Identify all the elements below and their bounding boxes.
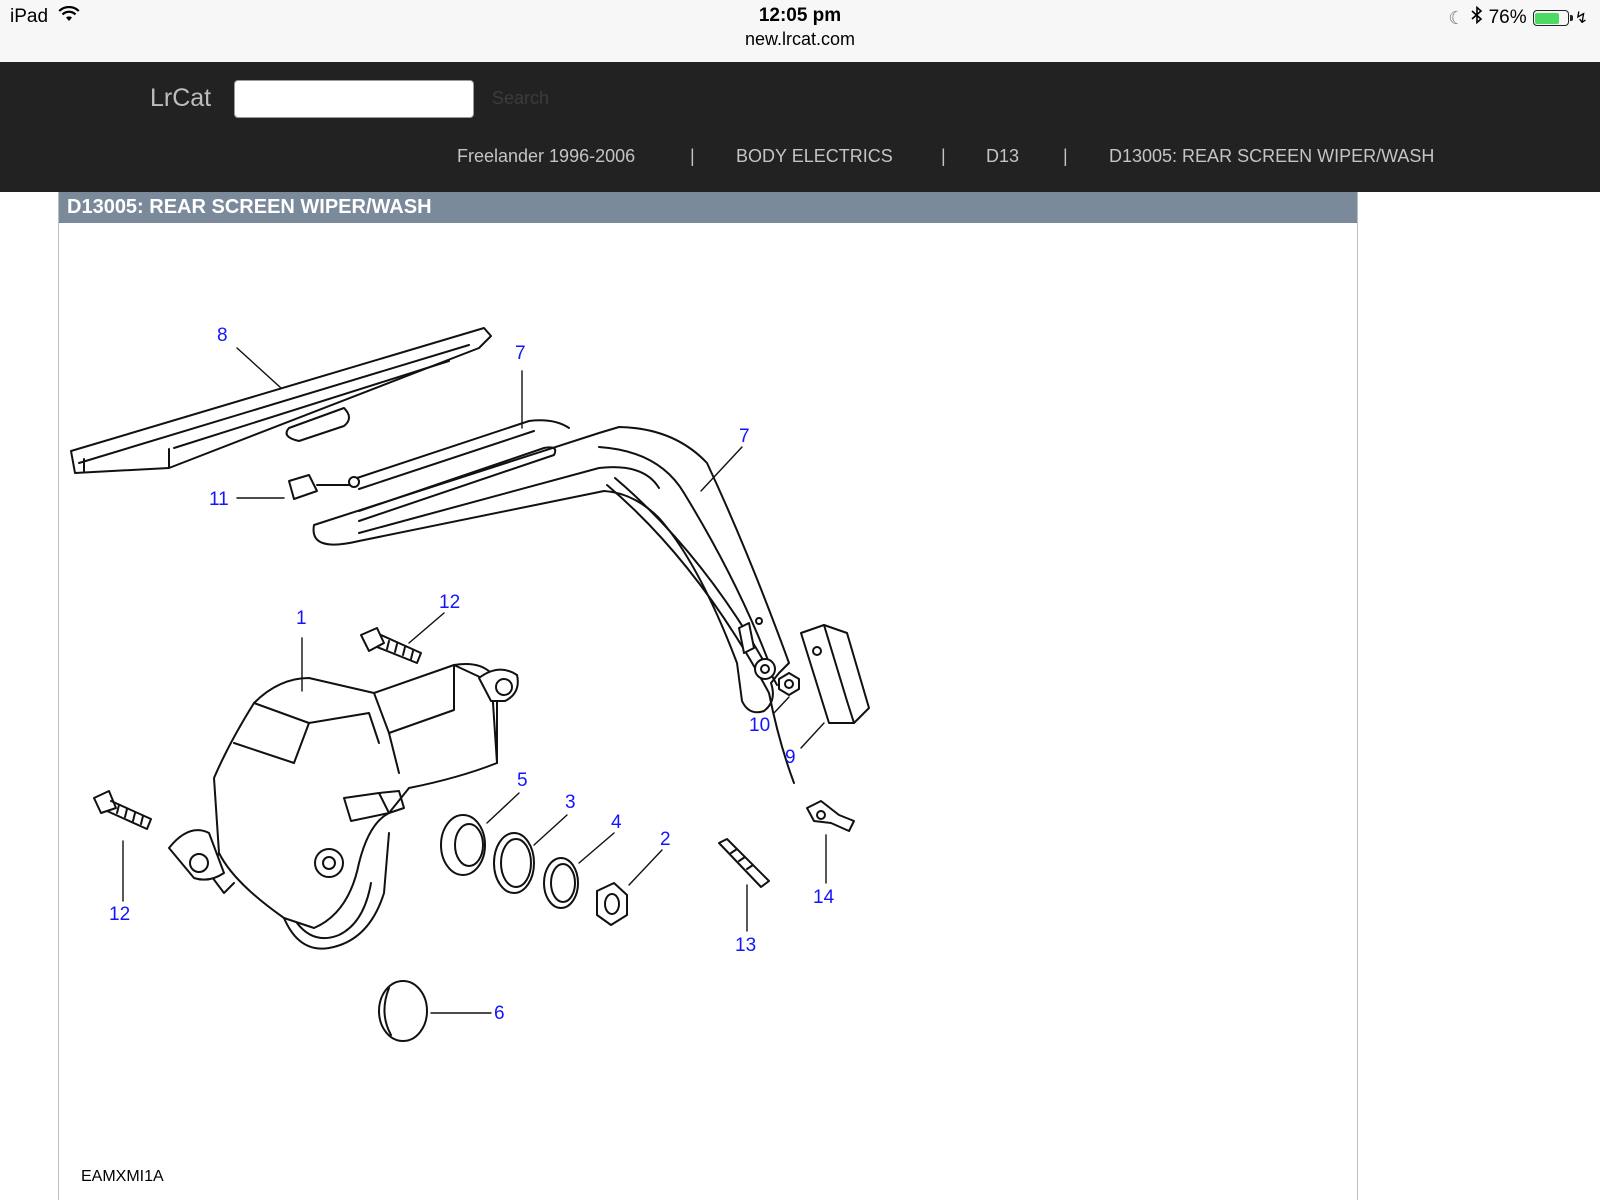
bolts-drawing bbox=[93, 627, 422, 830]
callout-9[interactable]: 9 bbox=[785, 747, 796, 768]
cap-drawing bbox=[378, 980, 428, 1042]
wiper-arm-drawing bbox=[288, 419, 795, 784]
callout-12[interactable]: 12 bbox=[439, 592, 460, 613]
breadcrumb: Freelander 1996-2006 | BODY ELECTRICS | … bbox=[0, 146, 1600, 176]
breadcrumb-section[interactable]: BODY ELECTRICS bbox=[736, 146, 893, 166]
status-center: 12:05 pm new.lrcat.com bbox=[0, 4, 1600, 50]
callout-10[interactable]: 10 bbox=[749, 715, 770, 736]
address-url[interactable]: new.lrcat.com bbox=[744, 29, 856, 49]
status-bar: iPad 12:05 pm new.lrcat.com ☾ 76% ↯ bbox=[0, 0, 1600, 62]
site-logo[interactable]: LrCat bbox=[150, 84, 212, 112]
callout-7[interactable]: 7 bbox=[739, 426, 750, 447]
bluetooth-icon bbox=[1471, 5, 1483, 30]
breadcrumb-model[interactable]: Freelander 1996-2006 bbox=[457, 146, 636, 166]
battery-percent: 76% bbox=[1488, 7, 1527, 28]
battery-icon bbox=[1532, 10, 1573, 26]
callout-3[interactable]: 3 bbox=[565, 792, 576, 813]
jet-drawing bbox=[718, 838, 770, 888]
exploded-diagram: 8 7 7 11 1 12 10 9 5 3 4 2 12 13 14 6 bbox=[70, 325, 870, 1042]
status-left: iPad bbox=[10, 5, 80, 28]
parts-diagram: 8 7 7 11 1 12 10 9 5 3 4 2 12 13 14 6 EA… bbox=[59, 223, 1357, 1200]
callout-2[interactable]: 2 bbox=[660, 829, 671, 850]
status-right: ☾ 76% ↯ bbox=[1448, 5, 1588, 30]
search-input[interactable] bbox=[234, 80, 474, 118]
breadcrumb-current[interactable]: D13005: REAR SCREEN WIPER/WASH bbox=[1109, 146, 1435, 166]
charging-icon: ↯ bbox=[1574, 10, 1588, 27]
leader-lines bbox=[122, 347, 827, 1014]
panel-title: D13005: REAR SCREEN WIPER/WASH bbox=[59, 192, 1357, 223]
diagram-code: EAMXMI1A bbox=[81, 1168, 164, 1185]
parts-panel: D13005: REAR SCREEN WIPER/WASH bbox=[58, 192, 1358, 1200]
callout-5[interactable]: 5 bbox=[517, 770, 528, 791]
device-name: iPad bbox=[10, 6, 49, 27]
callout-1[interactable]: 1 bbox=[296, 608, 307, 629]
nut-drawing bbox=[778, 672, 800, 696]
cover-drawing bbox=[800, 624, 870, 724]
wiper-blade-drawing bbox=[70, 327, 492, 474]
callout-13[interactable]: 13 bbox=[735, 935, 756, 956]
callout-8[interactable]: 8 bbox=[217, 325, 228, 346]
callout-12[interactable]: 12 bbox=[109, 904, 130, 925]
seals-drawing bbox=[440, 814, 628, 926]
moon-icon: ☾ bbox=[1448, 7, 1465, 28]
breadcrumb-separator: | bbox=[941, 146, 946, 166]
connector-drawing bbox=[806, 800, 855, 832]
breadcrumb-separator: | bbox=[690, 146, 695, 166]
breadcrumb-separator: | bbox=[1063, 146, 1068, 166]
callout-11[interactable]: 11 bbox=[209, 489, 229, 510]
clock: 12:05 pm bbox=[758, 5, 842, 26]
site-header: LrCat Search Freelander 1996-2006 | BODY… bbox=[0, 62, 1600, 192]
callout-6[interactable]: 6 bbox=[494, 1003, 505, 1024]
callout-7[interactable]: 7 bbox=[515, 343, 526, 364]
motor-drawing bbox=[168, 663, 519, 950]
callout-14[interactable]: 14 bbox=[813, 887, 835, 908]
search-button[interactable]: Search bbox=[486, 84, 555, 113]
wifi-icon bbox=[58, 5, 80, 28]
callout-numbers: 8 7 7 11 1 12 10 9 5 3 4 2 12 13 14 6 bbox=[109, 325, 835, 1024]
callout-4[interactable]: 4 bbox=[611, 812, 622, 833]
breadcrumb-group[interactable]: D13 bbox=[986, 146, 1020, 166]
